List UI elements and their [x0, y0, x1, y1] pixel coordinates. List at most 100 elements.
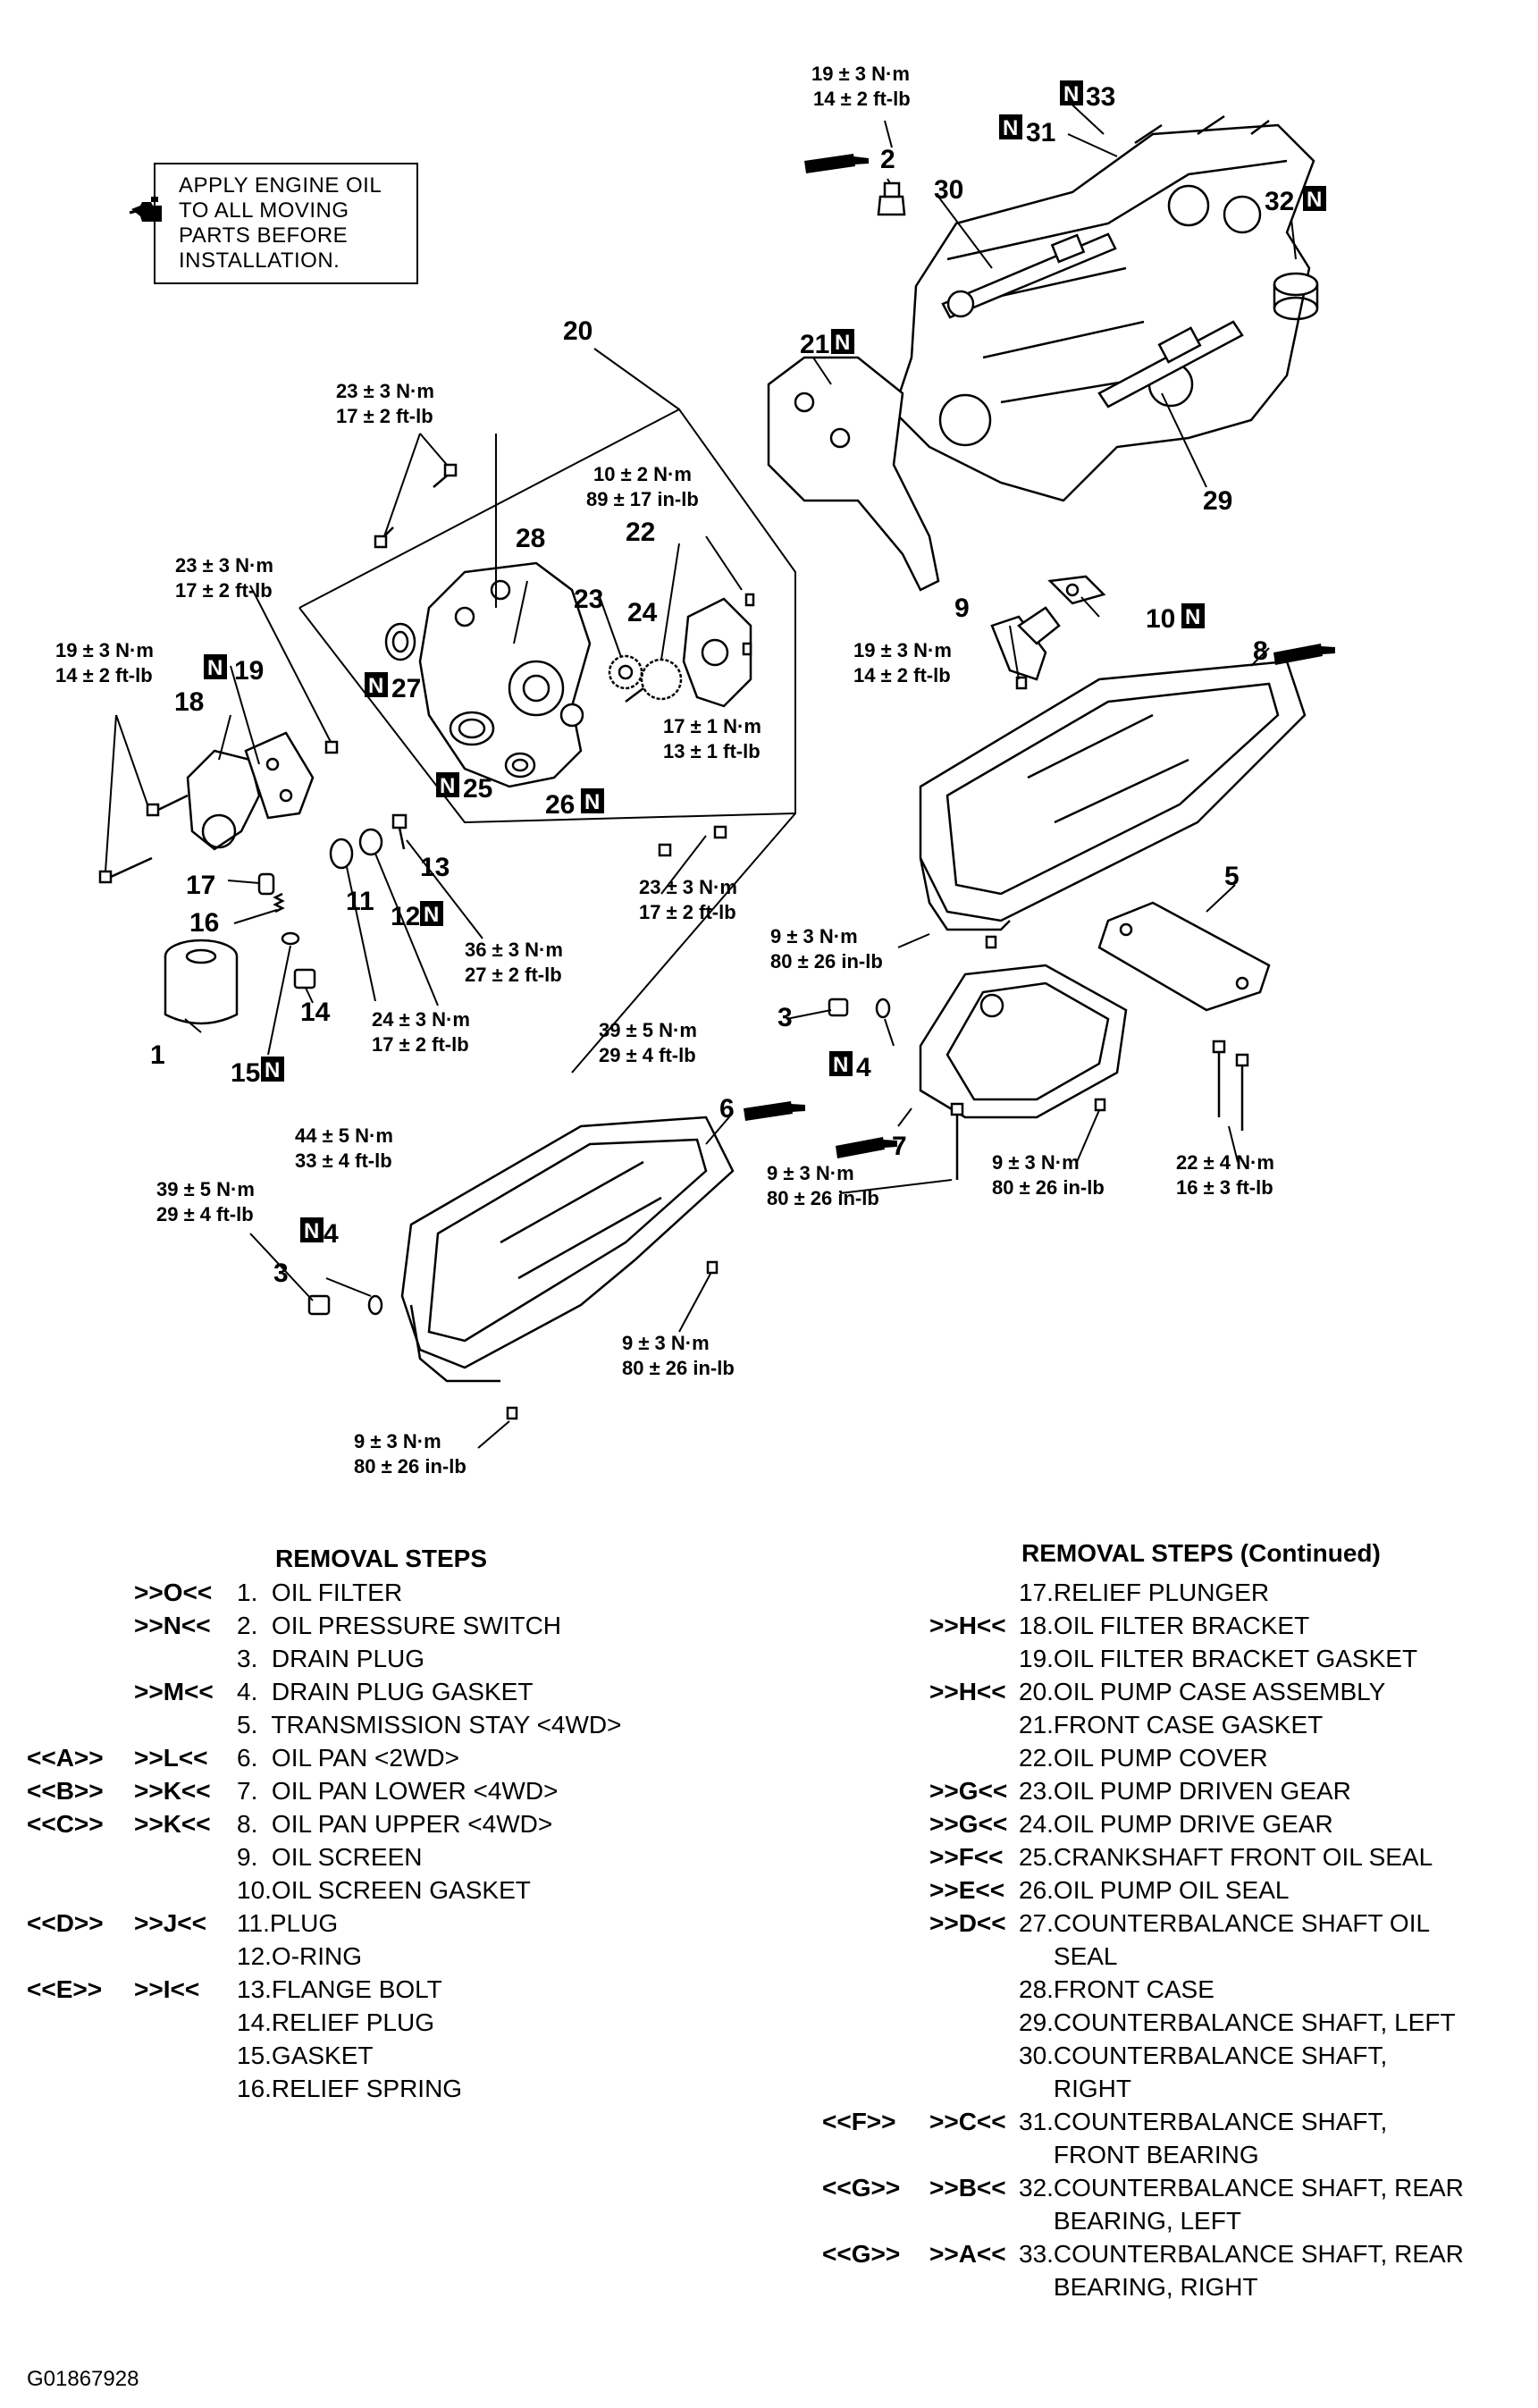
svg-text:N: N [368, 674, 383, 698]
callout-16: 16 [189, 908, 219, 938]
callout-1: 1 [150, 1040, 165, 1070]
callout-32: 32 [1265, 187, 1294, 216]
new-part-icon: N [420, 901, 443, 927]
oil-screen-gasket [1047, 575, 1106, 605]
step-removal-note: <<G>> [822, 2174, 901, 2202]
callout-28: 28 [516, 524, 545, 553]
counterbalance-shaft-oil-seal [384, 622, 416, 661]
assembly-bracket-20 [298, 607, 796, 824]
torque-spec: 23 ± 3 N·m [336, 380, 434, 402]
oil-filter [164, 939, 239, 1025]
new-part-icon: N [581, 788, 604, 814]
callout-7: 7 [892, 1132, 907, 1161]
drain-plug [828, 998, 849, 1017]
step-row: SEAL [804, 1940, 1519, 1973]
o-ring [358, 828, 383, 856]
torque-spec: 44 ± 5 N·m [295, 1124, 393, 1147]
callout-31: 31 [1026, 118, 1055, 147]
callout-22: 22 [626, 518, 655, 547]
step-install-note: >>D<< [929, 1909, 1006, 1937]
step-install-note: >>H<< [929, 1678, 1006, 1705]
torque-spec: 14 ± 2 ft-lb [55, 664, 153, 686]
callout-21: 21 [800, 330, 829, 359]
oil-filter-bracket-gasket [244, 731, 315, 820]
oil-pan-lower [919, 964, 1128, 1119]
step-install-note: >>N<< [134, 1612, 211, 1639]
transmission-stay [1097, 901, 1271, 1012]
note-text: APPLY ENGINE OIL TO ALL MOVING PARTS BEF… [179, 173, 420, 274]
step-removal-note: <<B>> [27, 1777, 104, 1805]
step-text: 15.GASKET [237, 2042, 374, 2069]
step-install-note: >>F<< [929, 1843, 1004, 1871]
step-install-note: >>E<< [929, 1876, 1005, 1904]
step-install-note: >>I<< [134, 1975, 200, 2003]
step-removal-note: <<A>> [27, 1744, 104, 1772]
callout-18: 18 [174, 687, 204, 717]
svg-text:N: N [835, 331, 850, 355]
svg-text:N: N [1307, 188, 1322, 212]
svg-text:N: N [265, 1058, 280, 1082]
torque-spec: 29 ± 4 ft-lb [599, 1044, 696, 1066]
step-row: 14.RELIEF PLUG [27, 2006, 742, 2039]
relief-spring [273, 892, 285, 914]
torque-spec: 9 ± 3 N·m [767, 1162, 854, 1184]
step-row: 10.OIL SCREEN GASKET [27, 1873, 742, 1907]
bolts [98, 463, 1249, 1420]
torque-spec: 17 ± 2 ft-lb [336, 405, 433, 427]
torque-spec: 9 ± 3 N·m [622, 1332, 710, 1354]
new-part-icon: N [829, 1051, 853, 1077]
torque-spec: 24 ± 3 N·m [372, 1008, 470, 1031]
front-case-gasket [767, 356, 940, 592]
step-install-note: >>J<< [134, 1909, 206, 1937]
svg-text:N: N [584, 790, 600, 814]
step-row: <<F>>>>C<<31.COUNTERBALANCE SHAFT, [804, 2105, 1519, 2138]
callout-3: 3 [273, 1259, 289, 1288]
svg-text:N: N [207, 656, 223, 680]
callout-5: 5 [1224, 862, 1240, 891]
step-text: 2. OIL PRESSURE SWITCH [237, 1612, 562, 1639]
step-row: >>G<<24.OIL PUMP DRIVE GEAR [804, 1807, 1519, 1840]
oil-pump-cover [682, 597, 752, 708]
step-install-note: >>H<< [929, 1612, 1006, 1639]
callout-17: 17 [186, 871, 215, 900]
step-row: 3. DRAIN PLUG [27, 1642, 742, 1675]
step-row: <<B>>>>K<<7. OIL PAN LOWER <4WD> [27, 1774, 742, 1807]
torque-spec: 33 ± 4 ft-lb [295, 1149, 392, 1172]
step-row: 17.RELIEF PLUNGER [804, 1576, 1519, 1609]
counterbalance-shaft-left [1097, 320, 1244, 408]
step-text: 25.CRANKSHAFT FRONT OIL SEAL [1019, 1843, 1433, 1871]
torque-spec: 10 ± 2 N·m [593, 463, 692, 485]
step-row: 30.COUNTERBALANCE SHAFT, [804, 2039, 1519, 2072]
oil-pan-upper [919, 660, 1307, 931]
new-part-icon: N [1060, 80, 1083, 106]
plug [329, 838, 354, 870]
torque-spec: 17 ± 1 N·m [663, 715, 761, 737]
step-install-note: >>L<< [134, 1744, 208, 1772]
step-row: 22.OIL PUMP COVER [804, 1741, 1519, 1774]
new-part-icon: N [1181, 603, 1205, 629]
new-part-icon: N [204, 654, 227, 680]
torque-spec: 23 ± 3 N·m [175, 554, 273, 577]
torque-spec: 29 ± 4 ft-lb [156, 1203, 254, 1225]
oil-pump-oil-seal [504, 752, 536, 779]
torque-spec: 36 ± 3 N·m [465, 939, 563, 961]
svg-text:N: N [440, 774, 455, 798]
removal-steps-list: >>O<<1. OIL FILTER>>N<<2. OIL PRESSURE S… [27, 1576, 742, 2105]
callout-14: 14 [300, 998, 331, 1027]
step-install-note: >>M<< [134, 1678, 214, 1705]
svg-text:N: N [1063, 82, 1079, 106]
callout-33: 33 [1086, 82, 1115, 112]
callout-20: 20 [563, 316, 593, 346]
step-row: <<D>>>>J<<11.PLUG [27, 1907, 742, 1940]
callout-labels: 1 2 3 3 4 4 5 6 7 8 9 10 11 12 13 14 15 … [150, 82, 1294, 1288]
new-part-markers: N N N N N N N N N N N N N [204, 80, 1326, 1243]
step-row: 12.O-RING [27, 1940, 742, 1973]
callout-4: 4 [856, 1053, 871, 1082]
torque-spec: 9 ± 3 N·m [770, 925, 858, 947]
step-removal-note: <<D>> [27, 1909, 104, 1937]
torque-spec: 39 ± 5 N·m [599, 1019, 697, 1041]
crankshaft-front-oil-seal [449, 711, 495, 746]
step-row: <<G>>>>A<<33.COUNTERBALANCE SHAFT, REAR [804, 2237, 1519, 2270]
removal-steps-continued-title: REMOVAL STEPS (Continued) [1021, 1539, 1381, 1567]
step-text: 16.RELIEF SPRING [237, 2075, 463, 2102]
